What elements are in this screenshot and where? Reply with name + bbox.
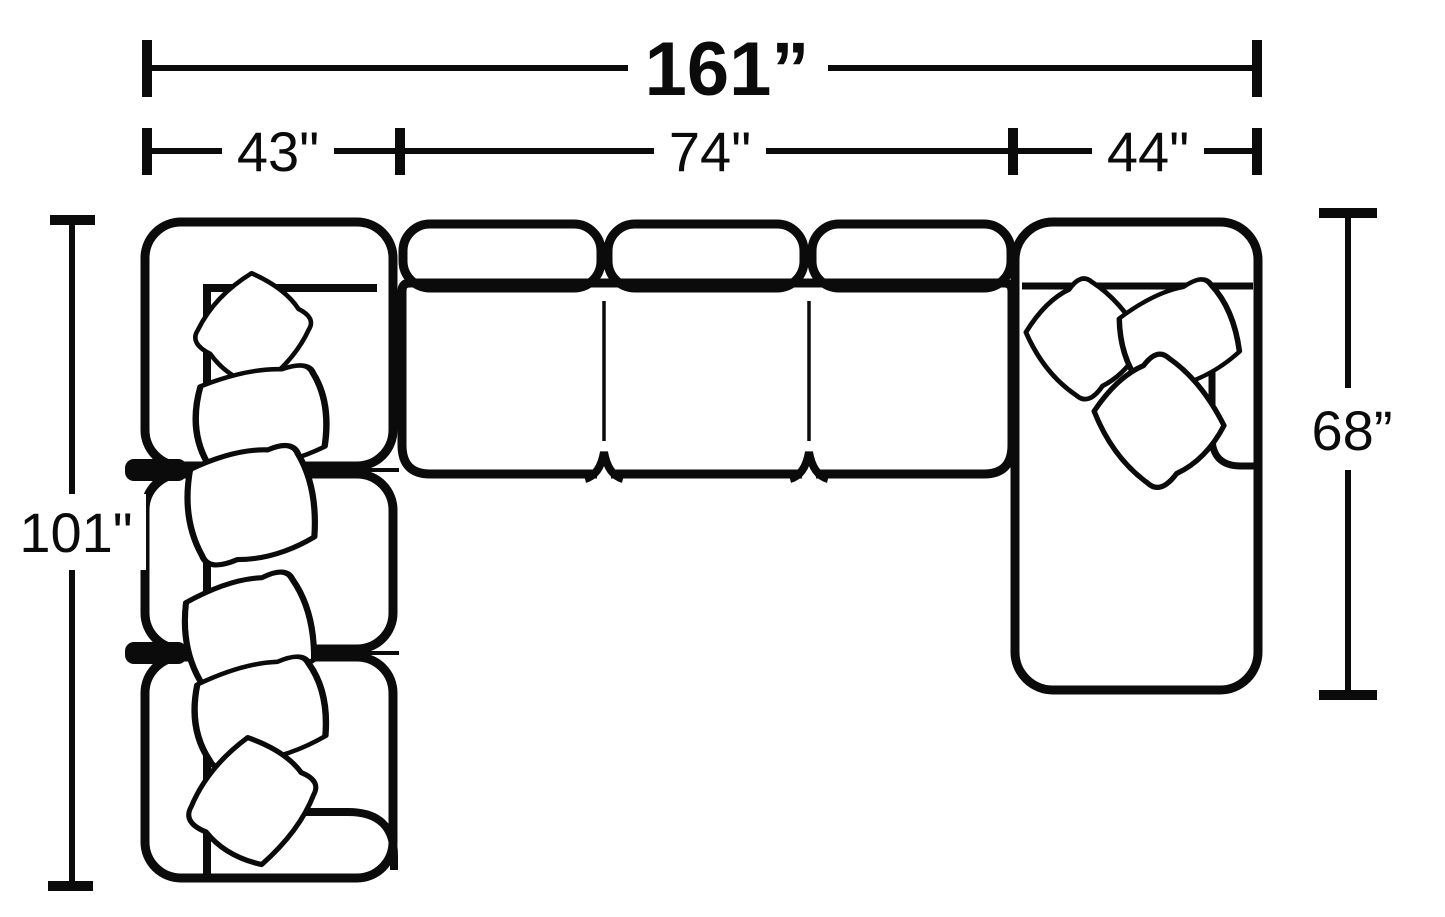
middle-seat-body [397, 278, 1017, 479]
left-chaise-front-line [209, 808, 398, 870]
dim-tick [50, 215, 95, 225]
pillows [173, 263, 1248, 875]
left-width-label: 43" [237, 120, 319, 183]
dim-tick [142, 40, 152, 97]
dim-tick [48, 881, 93, 891]
pillow [178, 439, 324, 570]
overall-width-label: 161” [645, 27, 810, 112]
right-width-label: 44" [1107, 120, 1189, 183]
dim-tick [1252, 128, 1262, 175]
dim-right-depth: 68” [1296, 208, 1412, 700]
dim-tick [1319, 208, 1377, 218]
dim-tick [395, 128, 405, 175]
dim-tick [142, 128, 152, 175]
dimension-lines: 161” 43" 74" 44" 101" [6, 26, 1412, 891]
label-mask [1296, 388, 1412, 470]
right-depth-label: 68” [1312, 399, 1393, 462]
left-depth-label: 101" [19, 501, 132, 564]
back-cushion-3 [807, 219, 1016, 293]
dim-section-widths: 43" 74" 44" [142, 118, 1262, 183]
label-mask [654, 118, 766, 182]
back-cushion-1 [398, 219, 606, 293]
dim-left-depth: 101" [6, 215, 146, 891]
label-mask [222, 118, 334, 182]
middle-width-label: 74" [669, 120, 751, 183]
back-cushion-2 [603, 219, 809, 293]
dim-tick [1252, 40, 1262, 97]
dim-overall-width: 161” [142, 26, 1262, 112]
junction-blob [125, 642, 187, 664]
seat-notch [583, 451, 625, 483]
seat-notch [788, 451, 830, 483]
right-chaise-piece [1010, 217, 1263, 695]
label-mask [6, 494, 146, 570]
label-mask [1092, 118, 1204, 182]
label-mask [628, 26, 828, 106]
junction-blob [125, 459, 187, 481]
dim-tick [1008, 128, 1018, 175]
dim-tick [1319, 690, 1377, 700]
